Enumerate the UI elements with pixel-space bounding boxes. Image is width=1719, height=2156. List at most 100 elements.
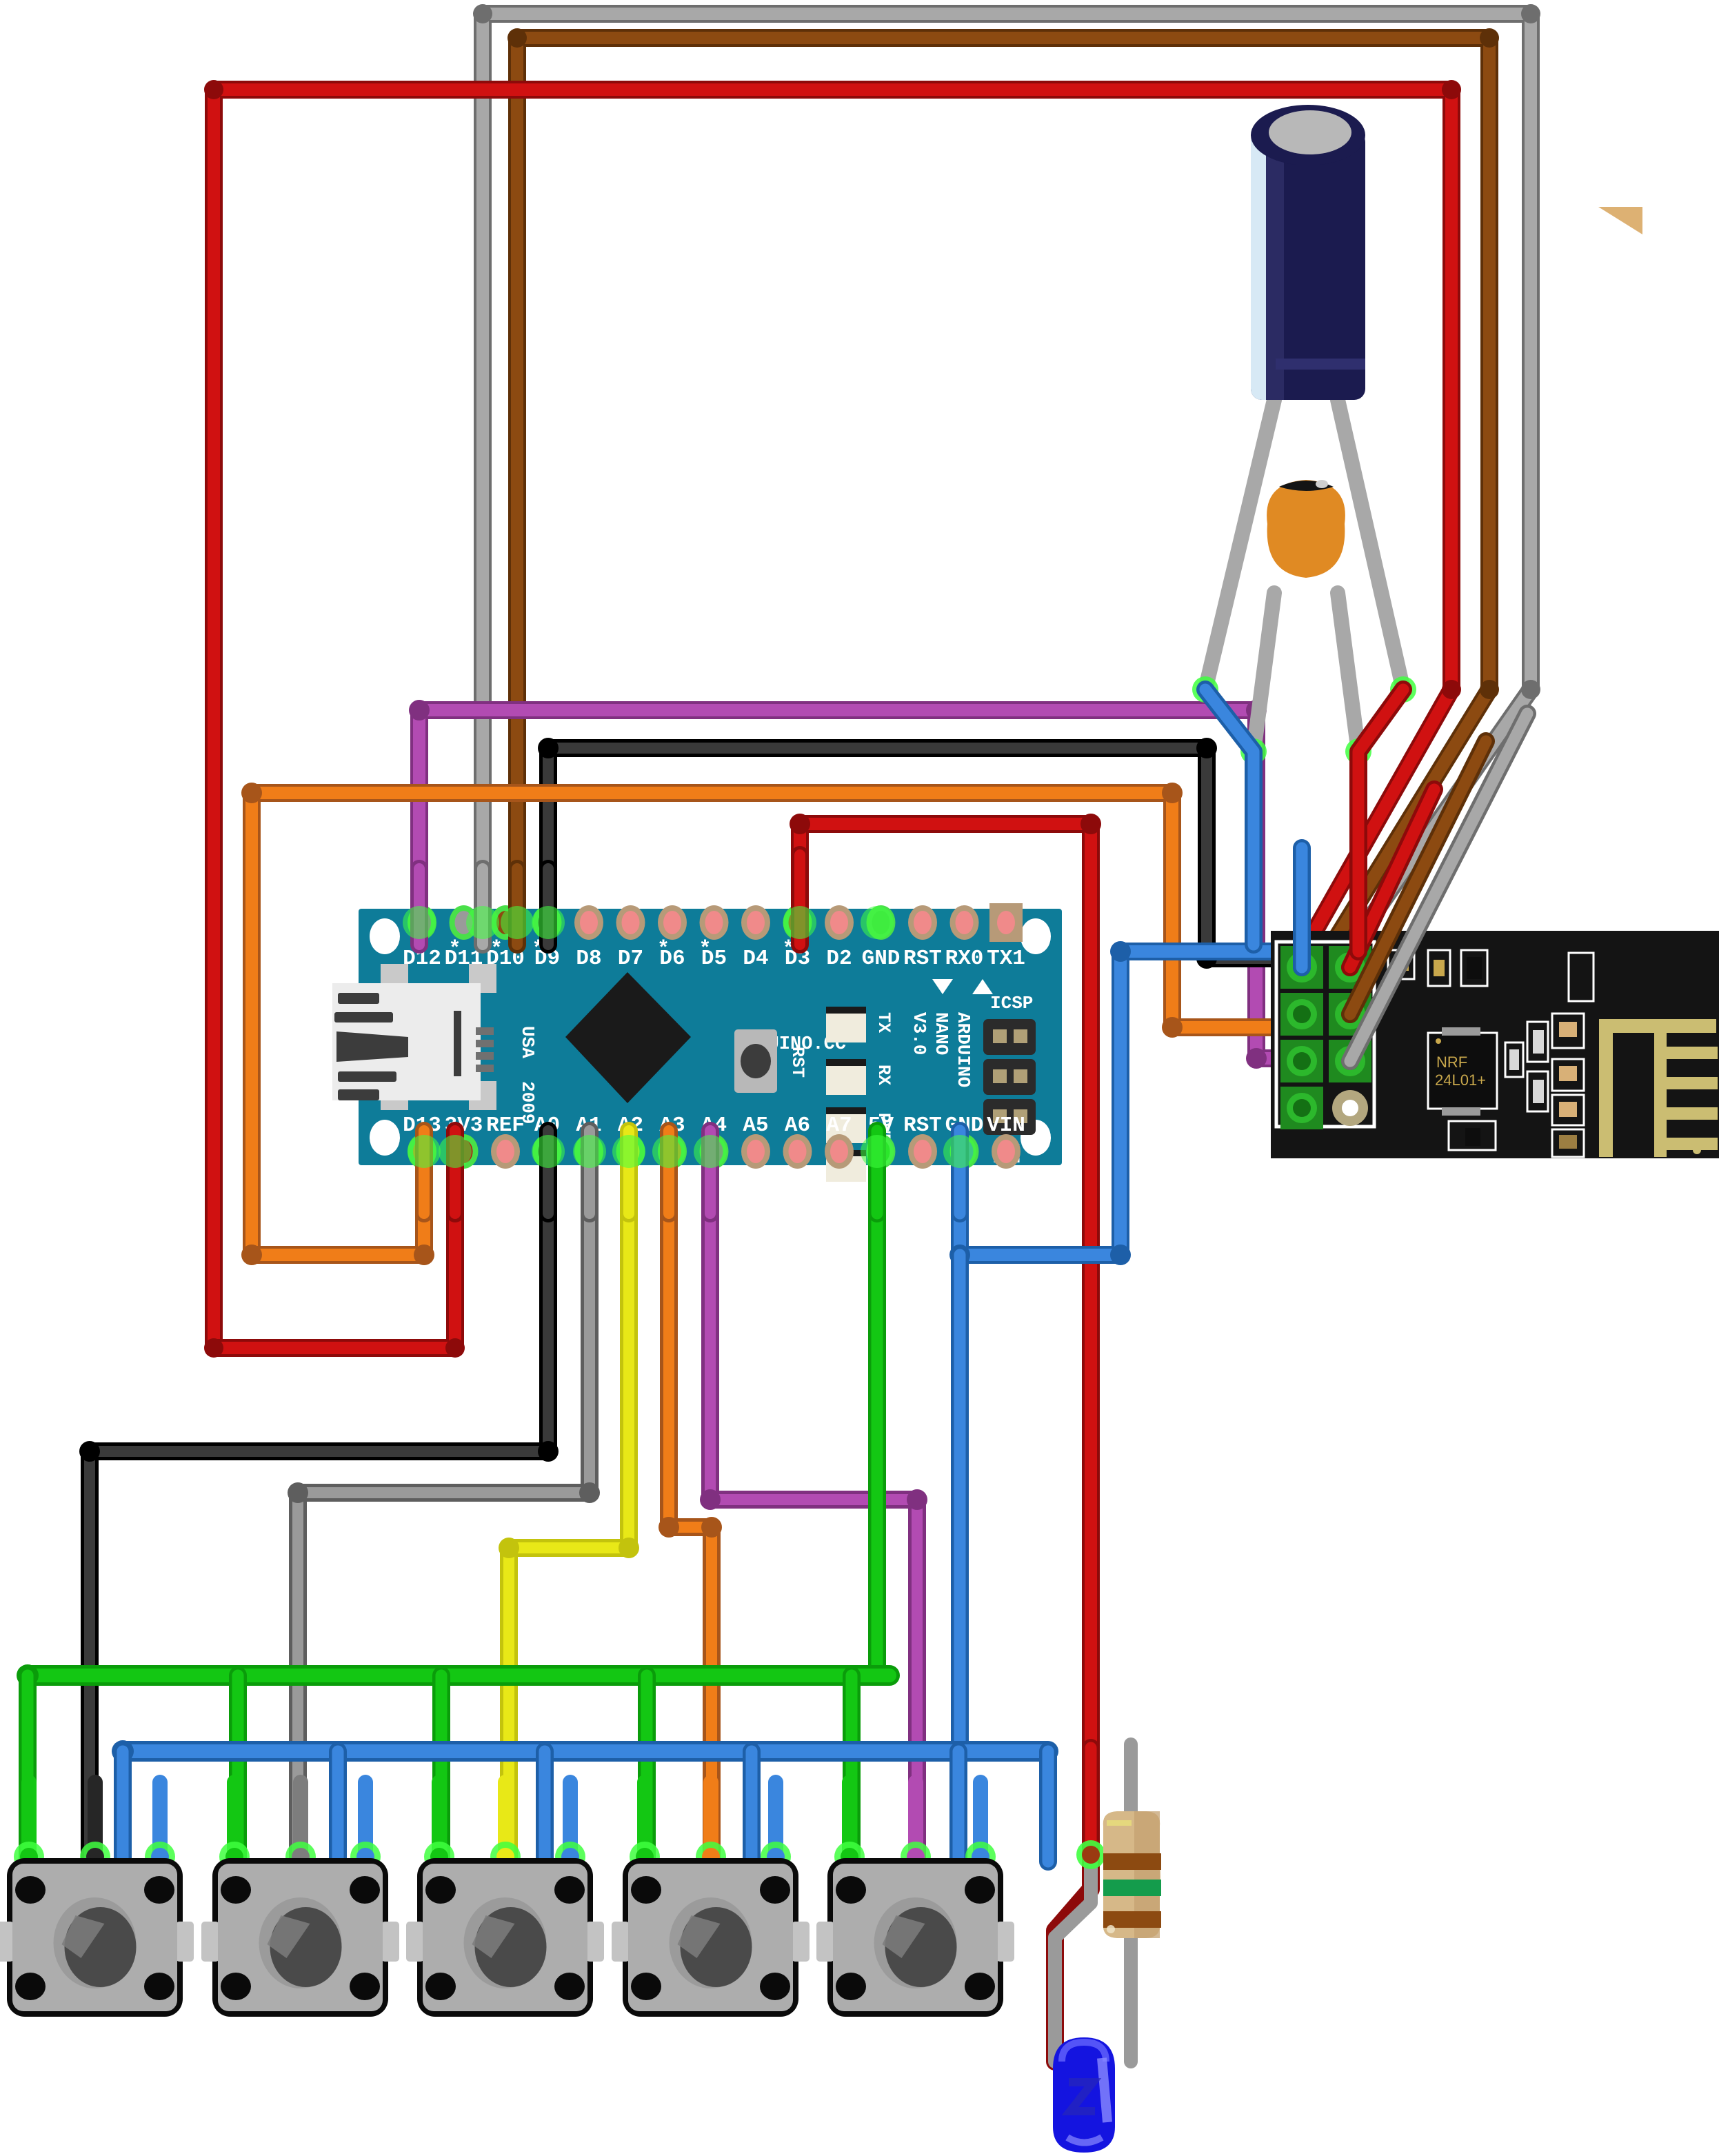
nrf-chip-line1: NRF [1436,1054,1467,1071]
pot-screw [144,1876,174,1904]
pin-hole-D4 [747,911,765,934]
pin-label-RST: RST [903,1114,942,1138]
pin-connection-highlight [408,1135,441,1168]
electrolytic-capacitor [1251,105,1365,400]
pin-label-RX0: RX0 [945,947,984,971]
potentiometer-5[interactable] [816,1775,1014,2017]
cap-lead-left [1198,392,1282,697]
pin-connection-highlight [612,1135,645,1168]
band-2 [1103,1880,1161,1896]
pin-connection-highlight [439,1135,472,1168]
wire-a2-yellow [499,1156,639,1867]
pin-hole-D2 [830,911,848,934]
pin-hole-TX1 [997,911,1015,934]
pin-connection-highlight [573,1135,606,1168]
cap-blue-wire-core [1199,683,1260,951]
pin-label-VIN: VIN [987,1114,1025,1138]
pot-tab-left [406,1922,424,1962]
smd-parts [1309,949,1598,1215]
potentiometer-1[interactable] [0,1775,194,2017]
pot-knob-indicator [61,1915,105,1958]
pot-screw [425,1876,456,1904]
silk-nano: NANO [931,1012,952,1055]
tx-arrow-icon [972,979,993,994]
pin-label-D7: D7 [618,947,643,971]
pot-tab-left [816,1922,834,1962]
pot-screw [554,1876,585,1904]
nrf-wire-tails [1293,705,1536,1070]
wire-3v3-red [204,80,1461,1358]
pot-screw [15,1876,46,1904]
led-lead-left [1048,1848,1098,2068]
pot-tab-right [381,1922,399,1962]
pot-screw [350,1973,380,2000]
pin-label-D4: D4 [743,947,768,971]
pwm-marker-D5: * [699,938,712,961]
pin-hole-D6 [663,911,681,934]
pin-hole-A6 [788,1140,807,1163]
pwm-marker-D10: * [490,938,503,961]
label-rst-button: RST [787,1047,807,1078]
resistor [1103,1811,1161,1938]
label-tx: TX [874,1012,894,1033]
potentiometer-2[interactable] [201,1775,399,2017]
pot-tab-left [201,1922,219,1962]
pin-label-TX1: TX1 [987,947,1025,971]
pin-hole-A5 [747,1140,765,1163]
pin-connection-highlight [466,906,499,939]
pin-hole-A7 [830,1140,848,1163]
ceramic-capacitor [1267,480,1345,578]
wire-a3-orange [659,1156,722,1867]
junction-core [1082,1846,1100,1864]
pot-knob-indicator [267,1915,310,1958]
pot-screw [760,1876,790,1904]
nrf-chip: NRF 24L01+ [1427,1027,1498,1116]
mini-usb-connector [332,983,494,1100]
mount-hole [1021,918,1051,954]
ccap-lead-left [1246,585,1282,759]
pin-connection-highlight [501,906,534,939]
pot-tab-right [996,1922,1014,1962]
pin-hole-D8 [580,911,598,934]
pin-hole-D7 [621,911,640,934]
pot-tab-right [586,1922,604,1962]
pin-hole-D5 [705,911,723,934]
cap-red-wire-core [1352,683,1409,958]
pin-label-A5: A5 [743,1114,768,1138]
pot-screw [221,1973,251,2000]
pot-screw [836,1973,866,2000]
band-3 [1103,1911,1161,1928]
pin-hole-RST [914,1140,932,1163]
silk-usa: USA [517,1026,538,1058]
pin-connection-highlight [943,1135,976,1168]
pin-label-D2: D2 [826,947,852,971]
pin-hole-VIN [997,1140,1015,1163]
nano-pcb [359,909,1062,1165]
potentiometer-3[interactable] [406,1775,604,2017]
icsp-header[interactable] [983,1019,1036,1135]
pin-label-GND: GND [862,947,901,971]
potentiometer-4[interactable] [612,1775,810,2017]
pwm-marker-D6: * [657,938,670,961]
reset-button[interactable] [734,1029,777,1093]
pin-connection-highlight [783,906,816,939]
pot-screw [15,1973,46,2000]
led-rx [826,1059,866,1095]
ccap-lead-right [1330,585,1366,759]
pot-tab-right [176,1922,194,1962]
pin-label-REF: REF [486,1114,525,1138]
nrf-chip-line2: 24L01+ [1435,1071,1486,1089]
pin-connection-highlight [694,1135,727,1168]
pot-screw [350,1876,380,1904]
mount-hole [370,918,400,954]
led-tx [826,1007,866,1042]
pot-screw [425,1973,456,2000]
label-icsp: ICSP [990,993,1033,1014]
pot-tab-right [792,1922,810,1962]
pot-tab-left [0,1922,14,1962]
